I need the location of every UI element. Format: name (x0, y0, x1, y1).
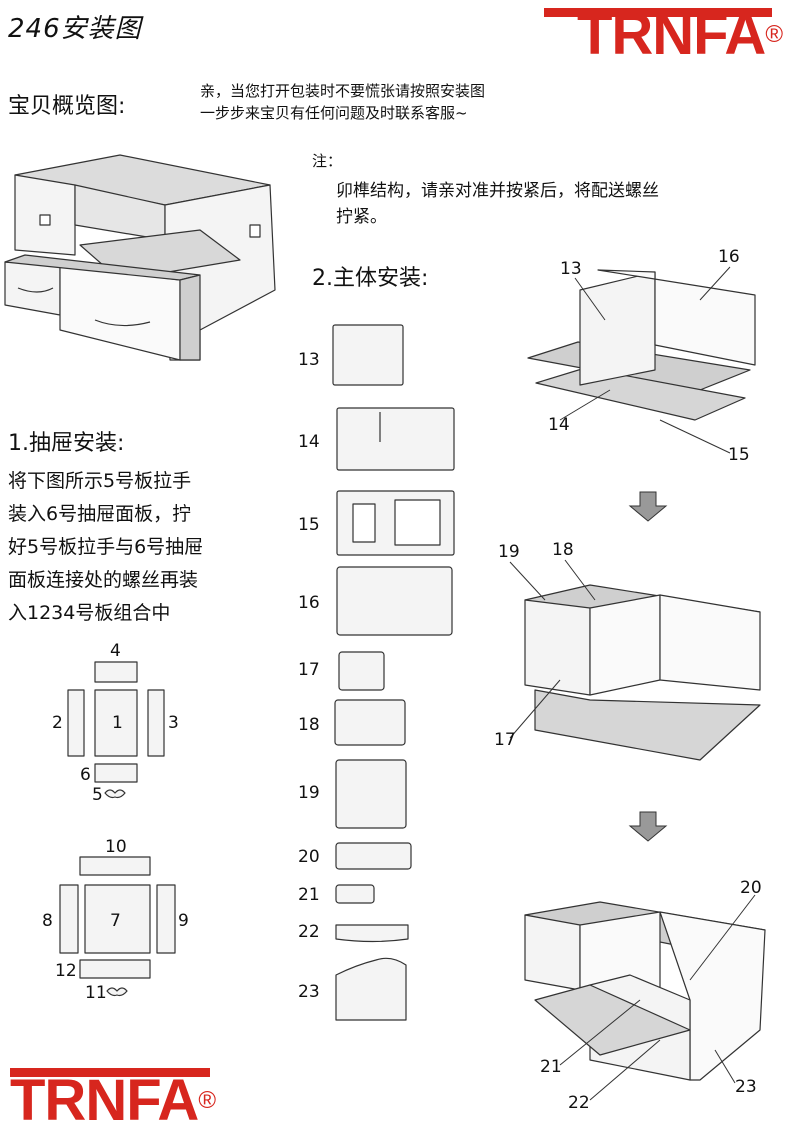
step-3-assembly (524, 901, 766, 1081)
leader-lines (509, 266, 756, 1101)
step3-label-21: 21 (540, 1057, 562, 1077)
drawer-instructions: 将下图所示5号板拉手 装入6号抽屉面板，拧 好5号板拉手与6号抽屉 面板连接处的… (8, 465, 288, 630)
logo-bottom-bar (10, 1068, 210, 1077)
label-1: 1 (112, 713, 123, 733)
overview-illustration (4, 154, 276, 361)
main-section-title: 2.主体安装: (312, 266, 429, 291)
label-5: 5 (92, 785, 103, 805)
part-label-17: 17 (298, 660, 320, 680)
note-line-1: 卯榫结构，请亲对准并按紧后，将配送螺丝 (336, 181, 659, 201)
step-2-assembly (524, 584, 761, 761)
step1-label-13: 13 (560, 259, 582, 279)
part-label-22: 22 (298, 922, 320, 942)
note-label: 注： (312, 152, 343, 170)
step3-label-20: 20 (740, 878, 762, 898)
label-11: 11 (85, 983, 107, 1003)
step2-label-19: 19 (498, 542, 520, 562)
brand-logo-bottom: TRNFA® (10, 1068, 216, 1133)
drawer-line-4: 面板连接处的螺丝再装 (8, 569, 199, 591)
step3-label-23: 23 (735, 1077, 757, 1097)
drawer-set-1 (67, 661, 165, 799)
intro-line-1: 亲，当您打开包装时不要慌张请按照安装图 (200, 82, 486, 100)
intro-text: 亲，当您打开包装时不要慌张请按照安装图 一步步来宝贝有任何问题及时联系客服~ (200, 80, 630, 124)
part-label-19: 19 (298, 783, 320, 803)
drawer-line-5: 入1234号板组合中 (8, 602, 171, 624)
step3-label-22: 22 (568, 1093, 590, 1113)
drawer-line-1: 将下图所示5号板拉手 (8, 470, 192, 492)
drawer-line-3: 好5号板拉手与6号抽屉 (8, 536, 204, 558)
step1-label-15: 15 (728, 445, 750, 465)
label-4: 4 (110, 641, 121, 661)
part-label-18: 18 (298, 715, 320, 735)
label-6: 6 (80, 765, 91, 785)
part-label-15: 15 (298, 515, 320, 535)
label-10: 10 (105, 837, 127, 857)
brand-logo-top: TRNFA® (576, 2, 783, 67)
note-line-2: 拧紧。 (336, 207, 387, 227)
step1-label-14: 14 (548, 415, 570, 435)
step-1-assembly (527, 269, 756, 421)
drawer-set-2 (59, 856, 176, 997)
overview-label: 宝贝概览图: (8, 94, 126, 119)
drawer-line-2: 装入6号抽屉面板，拧 (8, 503, 192, 525)
part-label-16: 16 (298, 593, 320, 613)
step1-label-16: 16 (718, 247, 740, 267)
part-label-14: 14 (298, 432, 320, 452)
step2-label-17: 17 (494, 730, 516, 750)
part-label-13: 13 (298, 350, 320, 370)
page-title: 246安装图 (8, 14, 142, 44)
label-8: 8 (42, 911, 53, 931)
intro-line-2: 一步步来宝贝有任何问题及时联系客服~ (200, 104, 468, 122)
label-7: 7 (110, 911, 121, 931)
step2-label-18: 18 (552, 540, 574, 560)
label-3: 3 (168, 713, 179, 733)
label-2: 2 (52, 713, 63, 733)
parts-list (332, 324, 455, 1021)
label-12: 12 (55, 961, 77, 981)
down-arrow-icon (628, 491, 668, 522)
logo-top-bar (544, 8, 772, 17)
flow-arrows (628, 491, 668, 842)
part-label-23: 23 (298, 982, 320, 1002)
part-label-20: 20 (298, 847, 320, 867)
label-9: 9 (178, 911, 189, 931)
down-arrow-icon (628, 811, 668, 842)
part-label-21: 21 (298, 885, 320, 905)
drawer-section-title: 1.抽屉安装: (8, 431, 125, 456)
note-text: 卯榫结构，请亲对准并按紧后，将配送螺丝 拧紧。 (336, 178, 766, 230)
